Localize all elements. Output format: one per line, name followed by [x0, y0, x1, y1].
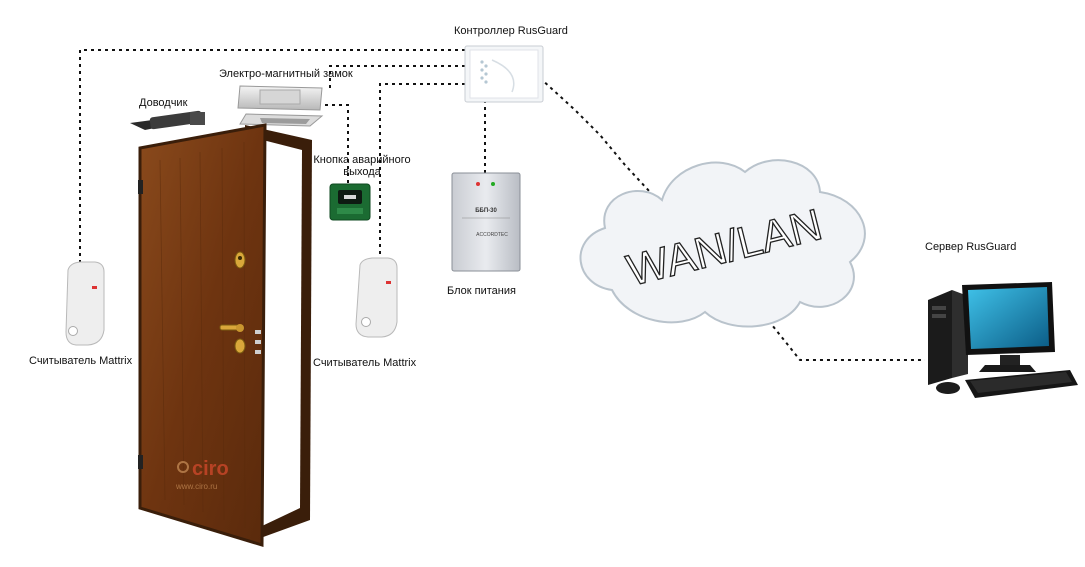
controller-device	[464, 45, 544, 103]
label-door-closer: Доводчик	[139, 97, 188, 109]
watermark-logo: ciro www.ciro.ru	[175, 458, 229, 491]
cables	[79, 49, 925, 361]
watermark-text: ciro	[192, 458, 229, 480]
label-reader-right: Считыватель Mattrix	[313, 357, 417, 369]
label-server: Сервер RusGuard	[925, 241, 1017, 253]
label-reader-left: Считыватель Mattrix	[29, 355, 133, 367]
cable-controller-lock	[329, 65, 465, 88]
server-computer	[928, 282, 1078, 398]
label-exit-button-line1: Кнопка аварийного	[313, 154, 411, 166]
label-controller: Контроллер RusGuard	[454, 25, 568, 37]
reader-left	[65, 261, 105, 346]
door-closer	[130, 110, 205, 130]
cable-controller-left-reader	[79, 49, 465, 265]
cable-controller-right-reader	[379, 83, 465, 262]
reader-right	[355, 257, 398, 338]
psu-brand-text: ACCORDTEC	[476, 232, 508, 238]
watermark-url: www.ciro.ru	[175, 482, 217, 491]
magnetic-lock	[237, 85, 324, 127]
power-supply: ББП-30 ACCORDTEC	[451, 172, 521, 272]
cable-network-server	[759, 309, 925, 361]
exit-button	[329, 183, 371, 221]
label-magnetic-lock: Электро-магнитный замок	[219, 68, 353, 80]
label-exit-button-line2: выхода	[343, 166, 381, 178]
network-cloud: WAN/LAN	[579, 159, 866, 328]
cable-controller-network	[539, 77, 663, 206]
label-power-supply: Блок питания	[447, 285, 516, 297]
door: ciro www.ciro.ru	[138, 123, 312, 548]
cable-lock-exit-button	[325, 104, 349, 183]
label-exit-button: Кнопка аварийного выхода	[313, 154, 410, 178]
psu-model-text: ББП-30	[475, 208, 497, 214]
